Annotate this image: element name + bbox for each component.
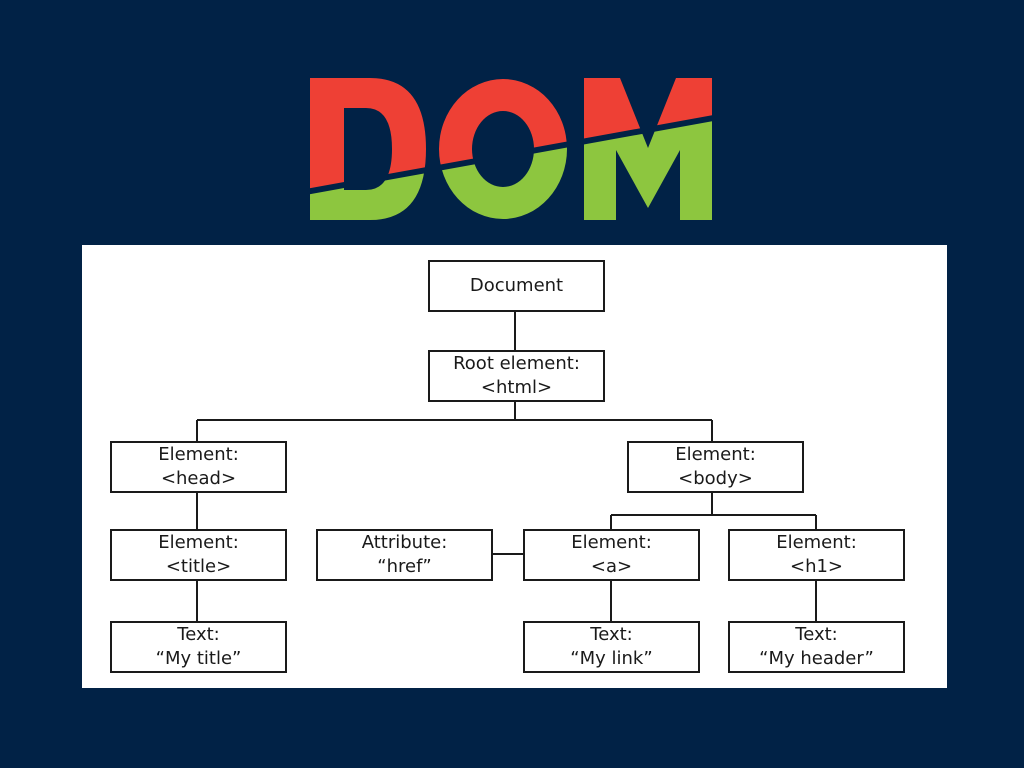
node-h1-line1: Element:: [776, 532, 857, 553]
node-root-element: Root element: <html>: [428, 350, 605, 402]
node-text-header-line1: Text:: [795, 624, 838, 645]
node-root-line2: <html>: [480, 377, 553, 398]
node-document-label: Document: [469, 275, 564, 296]
node-text-link: Text: “My link”: [523, 621, 700, 673]
node-text-link-line1: Text:: [590, 624, 633, 645]
node-title-line2: <title>: [165, 556, 232, 577]
node-body: Element: <body>: [627, 441, 804, 493]
node-text-link-line2: “My link”: [570, 648, 653, 669]
node-attribute-href: Attribute: “href”: [316, 529, 493, 581]
node-text-header: Text: “My header”: [728, 621, 905, 673]
node-a-line2: <a>: [590, 556, 633, 577]
node-h1-line2: <h1>: [789, 556, 844, 577]
node-head-line1: Element:: [158, 444, 239, 465]
dom-tree-diagram: Document Root element: <html> Element: <…: [82, 245, 947, 688]
node-h1: Element: <h1>: [728, 529, 905, 581]
node-a-line1: Element:: [571, 532, 652, 553]
node-root-line1: Root element:: [453, 353, 580, 374]
node-head-line2: <head>: [160, 468, 237, 489]
node-text-title-line2: “My title”: [155, 648, 242, 669]
node-title: Element: <title>: [110, 529, 287, 581]
node-body-line2: <body>: [678, 468, 753, 489]
node-attribute-line1: Attribute:: [361, 532, 448, 553]
tree-connectors: [196, 311, 817, 621]
node-title-line1: Element:: [158, 532, 239, 553]
node-a: Element: <a>: [523, 529, 700, 581]
node-text-title: Text: “My title”: [110, 621, 287, 673]
node-document: Document: [428, 260, 605, 312]
node-attribute-line2: “href”: [377, 556, 432, 577]
dom-logo: [310, 78, 712, 220]
node-text-header-line2: “My header”: [759, 648, 874, 669]
node-body-line1: Element:: [675, 444, 756, 465]
node-text-title-line1: Text:: [177, 624, 220, 645]
node-head: Element: <head>: [110, 441, 287, 493]
